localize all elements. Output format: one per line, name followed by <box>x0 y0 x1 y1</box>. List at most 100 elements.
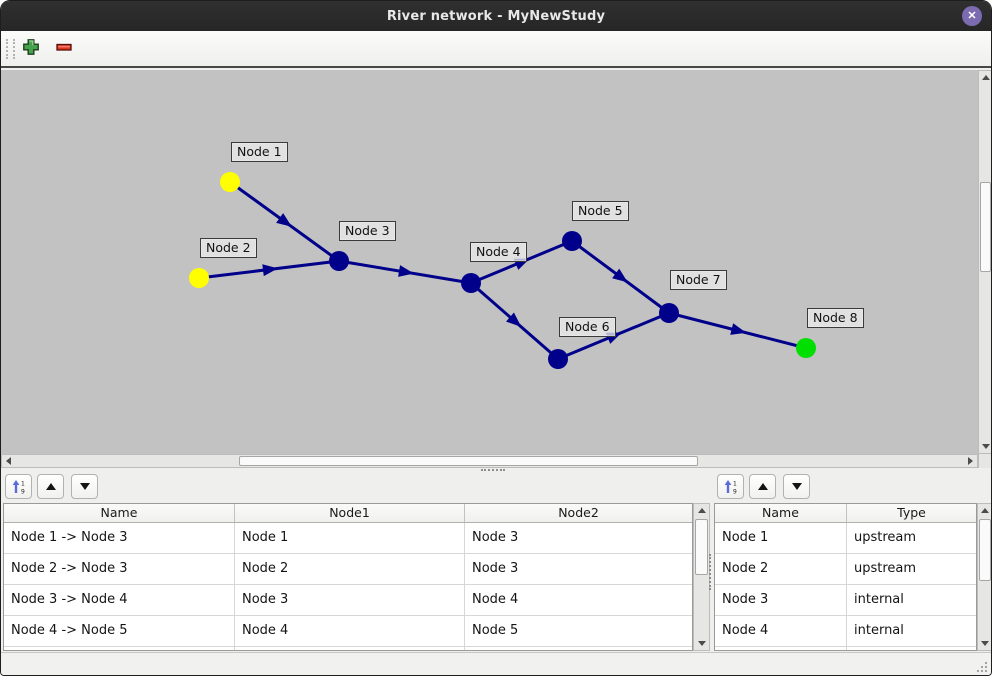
sort-ascending-icon: 1 9 <box>724 479 737 495</box>
graph-node-node-2[interactable] <box>189 268 209 288</box>
triangle-down-icon <box>981 641 989 646</box>
vertical-scroll-thumb[interactable] <box>980 182 991 272</box>
table-row[interactable]: Node 2 upstream <box>715 554 976 585</box>
nodes-move-up-button[interactable] <box>749 474 776 499</box>
node-label[interactable]: Node 2 <box>200 238 257 258</box>
triangle-up-icon <box>45 483 56 490</box>
triangle-up-icon <box>757 483 768 490</box>
triangle-down-icon <box>791 483 802 490</box>
node-label[interactable]: Node 1 <box>231 142 288 162</box>
graph-node-node-8[interactable] <box>796 338 816 358</box>
table-cell[interactable]: Node 1 -> Node 3 <box>4 523 235 553</box>
scroll-down-arrow[interactable] <box>979 440 991 453</box>
scroll-up-arrow[interactable] <box>694 504 709 517</box>
river-network-graph <box>189 172 816 369</box>
svg-text:1: 1 <box>733 480 737 487</box>
node-label[interactable]: Node 5 <box>572 201 629 221</box>
graph-node-node-3[interactable] <box>329 251 349 271</box>
canvas-horizontal-scrollbar[interactable] <box>1 454 978 468</box>
table-cell[interactable]: Node 3 <box>715 585 847 615</box>
table-cell[interactable]: Node 4 <box>715 616 847 646</box>
add-button[interactable] <box>20 37 42 59</box>
column-header[interactable]: Node1 <box>235 504 465 522</box>
minus-icon <box>56 43 72 51</box>
table-cell[interactable]: Node 3 <box>472 561 519 576</box>
scroll-down-arrow[interactable] <box>694 637 709 650</box>
table-cell[interactable]: Node 3 <box>235 585 465 615</box>
scroll-right-arrow[interactable] <box>964 455 977 467</box>
table-cell[interactable]: Node 2 -> Node 3 <box>4 554 235 584</box>
table-cell[interactable]: Node 4 <box>235 616 465 646</box>
table-cell[interactable]: Node 1 <box>235 523 465 553</box>
scroll-up-arrow[interactable] <box>978 504 991 517</box>
table-cell[interactable]: upstream <box>854 530 917 545</box>
column-header[interactable]: Type <box>897 505 926 520</box>
close-button[interactable]: ✕ <box>962 6 982 26</box>
triangle-up-icon <box>981 508 989 513</box>
triangle-down-icon <box>981 444 990 449</box>
horizontal-scroll-thumb[interactable] <box>239 456 698 466</box>
table-row[interactable]: Node 1 upstream <box>715 523 976 554</box>
vertical-scroll-thumb[interactable] <box>695 519 708 575</box>
column-header[interactable]: Name <box>4 504 235 522</box>
graph-node-node-1[interactable] <box>220 172 240 192</box>
nodes-table-scrollbar[interactable] <box>977 503 991 651</box>
canvas-vertical-scrollbar[interactable] <box>978 70 991 454</box>
graph-node-node-7[interactable] <box>659 303 679 323</box>
node-label[interactable]: Node 4 <box>470 242 527 262</box>
table-cell[interactable]: Node 4 <box>472 592 519 607</box>
resize-grip-icon[interactable] <box>976 661 988 673</box>
scroll-up-arrow[interactable] <box>979 71 991 84</box>
node-label[interactable]: Node 3 <box>339 221 396 241</box>
table-cell[interactable]: internal <box>854 592 904 607</box>
edge-arrow-icon <box>398 265 414 277</box>
node-label[interactable]: Node 6 <box>559 317 616 337</box>
triangle-right-icon <box>968 457 973 465</box>
network-canvas[interactable]: Node 1 Node 2 Node 3 Node 4 Node 5 Node 6 Node… <box>1 70 978 454</box>
branches-move-up-button[interactable] <box>37 474 64 499</box>
edge-arrow-icon <box>506 312 522 327</box>
branches-sort-button[interactable]: 1 9 <box>5 474 32 499</box>
table-cell[interactable]: Node 1 <box>715 523 847 553</box>
table-row[interactable]: Node 4 internal <box>715 616 976 647</box>
scroll-left-arrow[interactable] <box>2 455 15 467</box>
node-label[interactable]: Node 8 <box>807 308 864 328</box>
horizontal-splitter[interactable] <box>1 468 991 472</box>
nodes-sort-button[interactable]: 1 9 <box>717 474 744 499</box>
toolbar-drag-handle[interactable] <box>6 39 15 59</box>
table-cell[interactable]: Node 3 <box>472 530 519 545</box>
table-cell[interactable]: Node 2 <box>235 554 465 584</box>
triangle-left-icon <box>6 457 11 465</box>
graph-node-node-5[interactable] <box>562 231 582 251</box>
vertical-splitter[interactable] <box>709 554 711 590</box>
edge-arrow-icon <box>262 264 278 277</box>
table-row[interactable]: Node 3 internal <box>715 585 976 616</box>
table-cell[interactable]: internal <box>854 623 904 638</box>
table-cell[interactable]: Node 2 <box>715 554 847 584</box>
vertical-scroll-thumb[interactable] <box>979 519 991 581</box>
column-header[interactable]: Name <box>715 504 847 522</box>
branches-move-down-button[interactable] <box>71 474 98 499</box>
svg-text:9: 9 <box>21 488 25 495</box>
title-bar[interactable]: River network - MyNewStudy ✕ <box>1 1 991 31</box>
node-label[interactable]: Node 7 <box>670 270 727 290</box>
column-header[interactable]: Node2 <box>558 505 599 520</box>
table-cell[interactable]: Node 4 -> Node 5 <box>4 616 235 646</box>
table-cell[interactable]: upstream <box>854 561 917 576</box>
graph-node-node-6[interactable] <box>548 349 568 369</box>
remove-button[interactable] <box>53 37 75 59</box>
scroll-down-arrow[interactable] <box>978 637 991 650</box>
graph-node-node-4[interactable] <box>461 273 481 293</box>
nodes-move-down-button[interactable] <box>783 474 810 499</box>
table-cell[interactable]: Node 5 <box>472 623 519 638</box>
branches-table-scrollbar[interactable] <box>693 503 710 651</box>
table-cell[interactable]: Node 3 -> Node 4 <box>4 585 235 615</box>
